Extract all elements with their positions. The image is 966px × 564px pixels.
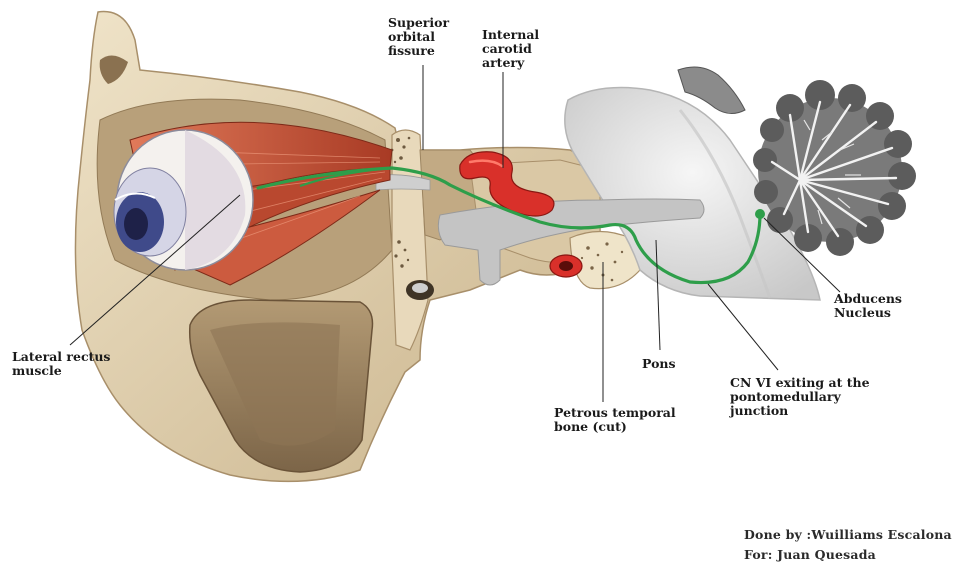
label-internal-carotid-artery: Internal carotid artery (482, 28, 539, 70)
credit-done-by: Done by :Wuilliams Escalona (744, 527, 952, 542)
credit-for: For: Juan Quesada (744, 547, 876, 562)
label-petrous-temporal-bone: Petrous temporal bone (cut) (554, 406, 676, 434)
abducens-nucleus-marker (755, 209, 765, 219)
label-lateral-rectus-muscle: Lateral rectus muscle (12, 350, 110, 378)
label-superior-orbital-fissure: Superior orbital fissure (388, 16, 449, 58)
label-cn-vi-exit: CN VI exiting at the pontomedullary junc… (730, 376, 870, 418)
label-pons: Pons (642, 357, 676, 371)
label-abducens-nucleus: Abducens Nucleus (834, 292, 902, 320)
